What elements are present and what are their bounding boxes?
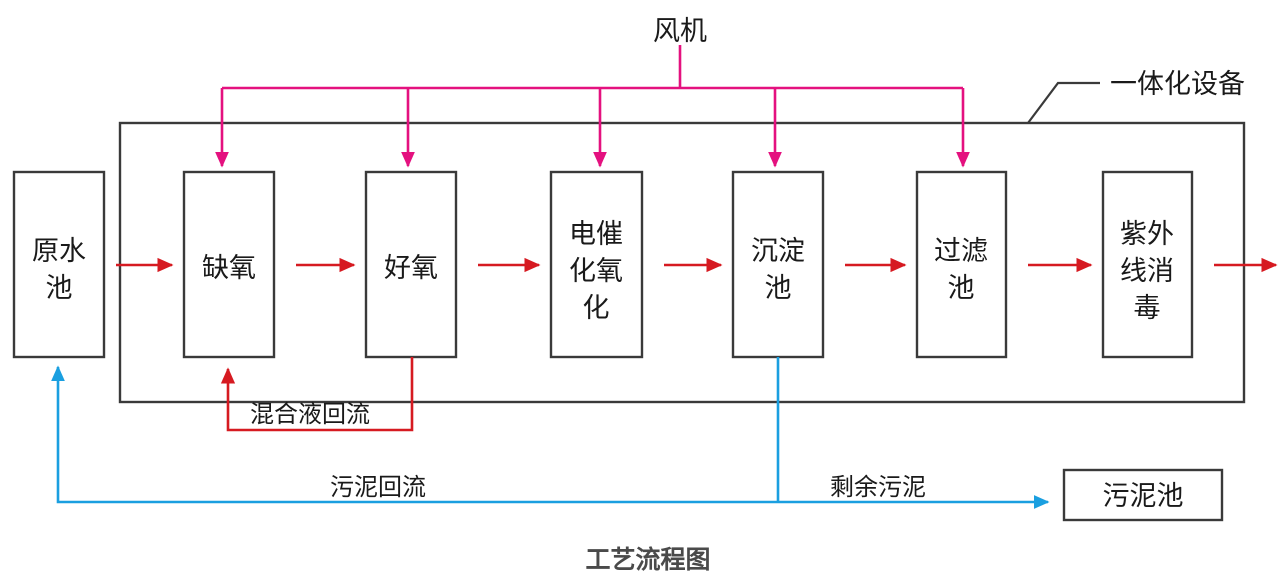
unit-label-sedimentation-tank-line-0: 沉淀 (751, 236, 805, 266)
unit-label-uv-disinfection-line-1: 线消 (1120, 256, 1174, 286)
unit-label-filter-tank-line-1: 池 (948, 273, 975, 303)
enclosure-label: 一体化设备 (1110, 69, 1245, 99)
sludge-return-line (51, 365, 778, 504)
unit-label-aerobic-tank-line-0: 好氧 (384, 253, 438, 283)
unit-label-raw-water-tank-line-1: 池 (46, 273, 73, 303)
unit-box-anoxic-tank (182, 170, 276, 359)
flow-label-mixed-liquor-return: 混合液回流 (250, 401, 370, 428)
unit-label-electro-oxidation-line-0: 电催 (569, 219, 623, 249)
unit-label-electro-oxidation-line-2: 化 (583, 293, 610, 323)
unit-label-filter-tank-line-0: 过滤 (934, 236, 988, 266)
mixed-liquor-return-line (220, 357, 414, 432)
unit-box-sludge-tank (1062, 468, 1224, 522)
unit-label-sedimentation-tank-line-1: 池 (765, 273, 792, 303)
flow-label-excess-sludge: 剩余污泥 (830, 474, 926, 501)
unit-label-anoxic-tank-line-0: 缺氧 (202, 253, 256, 283)
unit-box-electro-oxidation (549, 170, 644, 359)
unit-label-uv-disinfection-line-0: 紫外 (1120, 219, 1174, 249)
enclosure-box (118, 121, 1246, 404)
enclosure-leader-line (1027, 81, 1100, 124)
unit-box-filter-tank (915, 170, 1008, 359)
unit-label-sludge-tank-line-0: 污泥池 (1103, 481, 1184, 511)
unit-box-raw-water-tank (12, 170, 106, 359)
blower-label: 风机 (653, 16, 707, 46)
unit-label-uv-disinfection-line-2: 毒 (1134, 293, 1161, 323)
unit-label-electro-oxidation-line-1: 化氧 (569, 256, 623, 286)
flow-label-sludge-return: 污泥回流 (330, 474, 426, 501)
unit-box-sedimentation-tank (731, 170, 825, 359)
unit-box-aerobic-tank (364, 170, 458, 359)
unit-box-uv-disinfection (1101, 170, 1194, 359)
unit-label-raw-water-tank-line-0: 原水 (32, 236, 86, 266)
diagram-caption: 工艺流程图 (585, 546, 710, 574)
